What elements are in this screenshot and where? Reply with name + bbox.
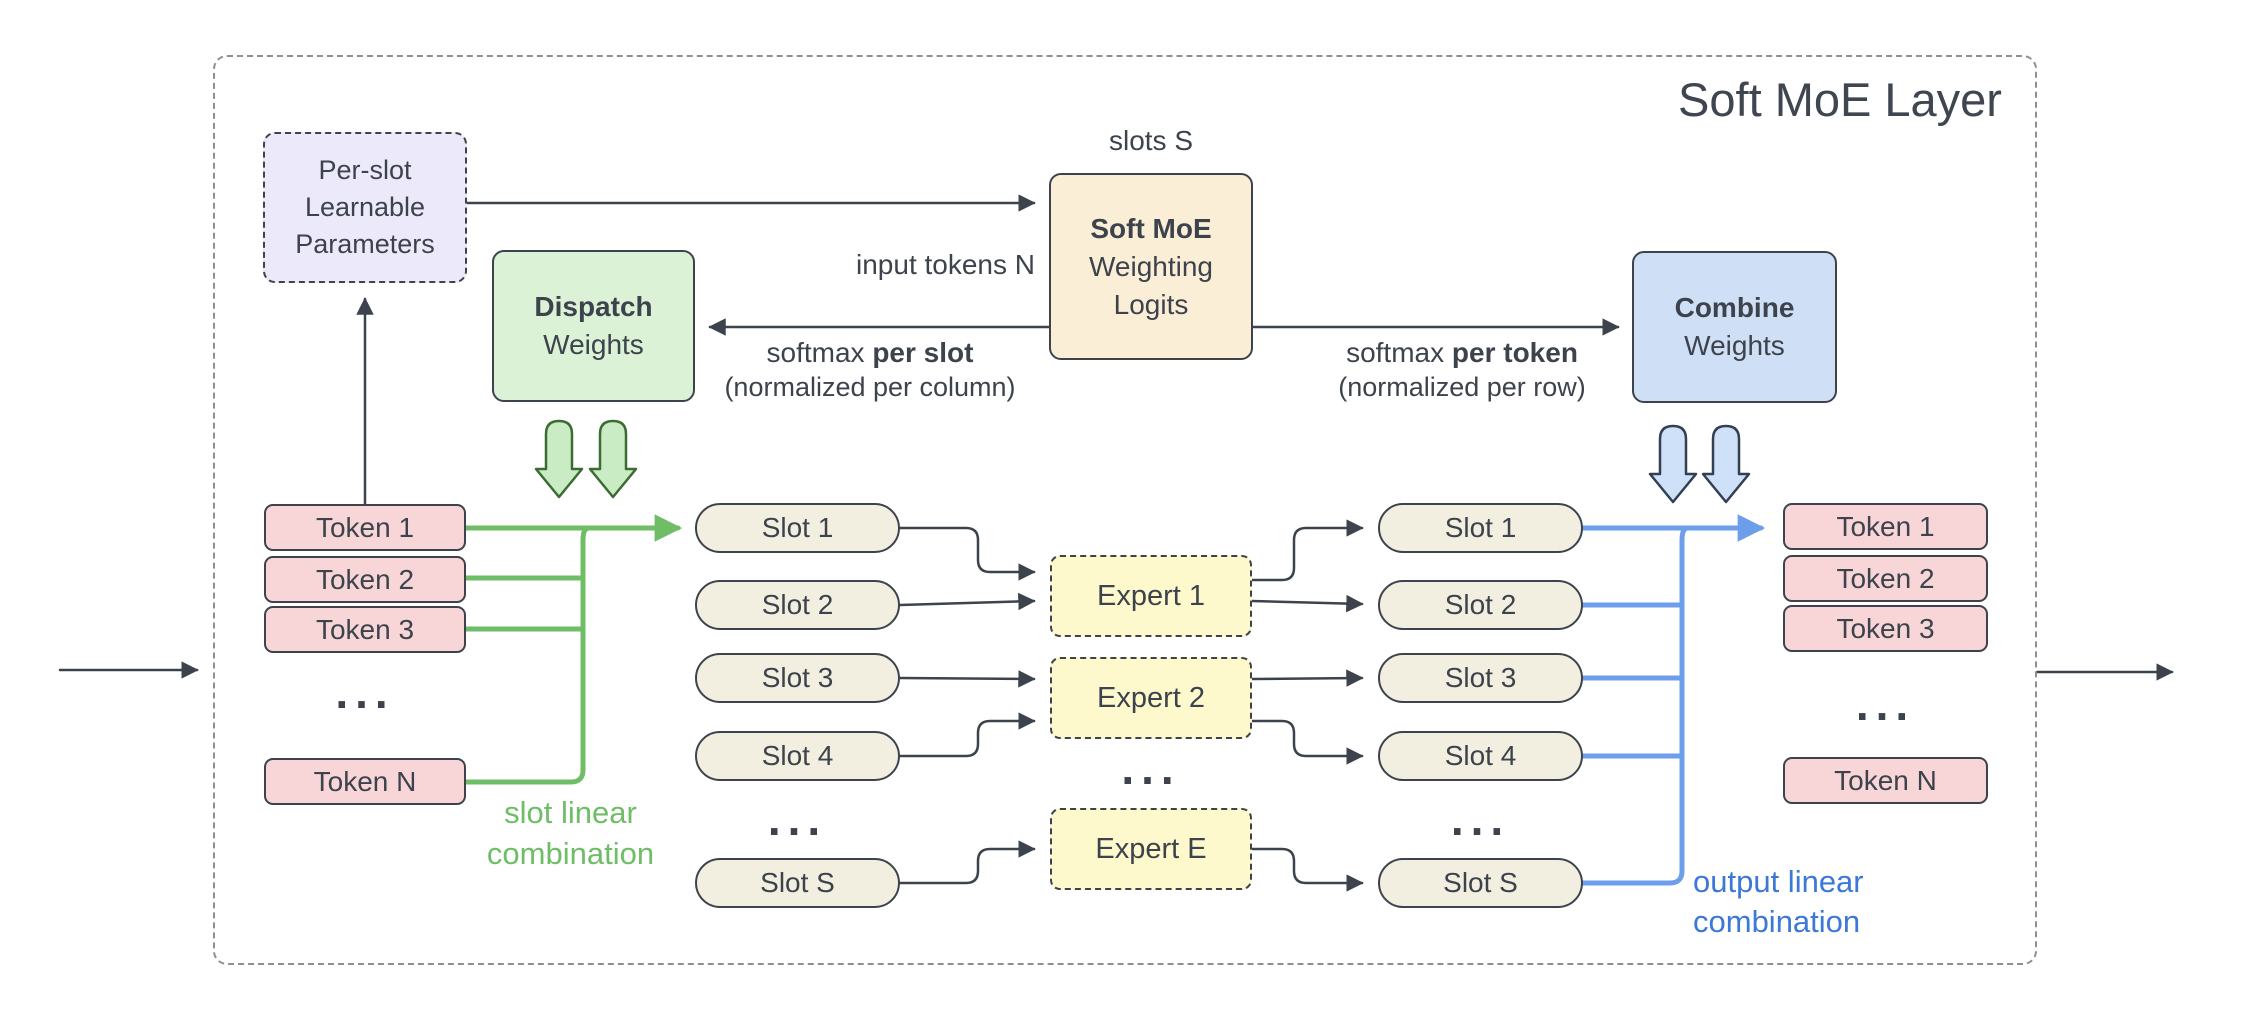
expert-box: Expert E [1050,808,1252,890]
page-title: Soft MoE Layer [1678,73,2002,126]
combine-weights-box: Combine Weights [1632,251,1837,403]
softmax-per-slot-sub: (normalized per column) [724,372,1016,402]
weighting-logits-line2: Weighting [1088,250,1213,282]
expert-box: Expert 2 [1050,657,1252,739]
output-slot-box: Slot S [1378,858,1583,908]
output-linear-line2: combination [1693,904,1861,939]
dispatch-down-arrows [534,419,638,499]
layer-boundary [213,55,2037,965]
softmax-per-token-label: softmax per token (normalized per row) [1282,336,1642,404]
slot3-to-expert2-arrow [898,670,1036,688]
expert2-to-slot4-arrow [1250,719,1364,765]
output-token-ellipsis: ... [1855,678,1916,730]
green-combination-wires [463,514,683,785]
output-token-box: Token 2 [1783,555,1988,602]
expert1-to-slot2-arrow [1250,594,1364,613]
softmax-token-bold: per token [1451,337,1578,368]
slot1-to-expert1-arrow [898,526,1036,581]
output-token-box: Token 3 [1783,605,1988,652]
weighting-logits-title: Soft MoE [1090,212,1212,244]
expert-ellipsis: ... [1121,742,1181,794]
per-slot-params-line2: Learnable [304,192,426,222]
slot-linear-combination-label: slot linear combination [428,792,713,874]
slots-s-label: slots S [1108,125,1194,156]
green-down-arrow-icon [588,419,638,499]
green-down-arrow-icon [534,419,584,499]
blue-down-arrow-icon [1648,424,1698,504]
blue-down-arrow-icon [1701,424,1751,504]
output-linear-line1: output linear [1693,864,1864,899]
input-tokens-n-label: input tokens N [856,249,1035,280]
input-slot-box: Slot 3 [695,653,900,703]
input-slot-box: Slot 2 [695,580,900,630]
weighting-logits-box: Soft MoE Weighting Logits [1049,173,1253,360]
combine-down-arrows [1648,424,1751,504]
input-slot-box: Slot S [695,858,900,908]
input-slot-box: Slot 4 [695,731,900,781]
weighting-logits-line3: Logits [1113,288,1189,320]
per-slot-params-line1: Per-slot [318,155,412,185]
softmax-per-slot-line: softmax per slot [690,336,1050,370]
slot-linear-line1: slot linear [504,795,637,830]
input-slot-box: Slot 1 [695,503,900,553]
expert-box: Expert 1 [1050,555,1252,637]
dark-arrows [58,194,2174,892]
output-slot-box: Slot 1 [1378,503,1583,553]
softmax-per-token-line: softmax per token [1282,336,1642,370]
slot-linear-line2: combination [486,836,655,871]
combine-subtitle: Weights [1684,330,1785,361]
softmax-token-prefix: softmax [1346,337,1452,368]
output-token-box: Token 1 [1783,503,1988,550]
expertE-to-slotS-arrow [1250,847,1364,892]
input-token-box: Token N [264,758,466,805]
input-token-box: Token 1 [264,504,466,551]
softmax-slot-prefix: softmax [766,337,873,368]
output-token-box: Token N [1783,757,1988,804]
slot2-to-expert1-arrow [898,592,1036,611]
slotS-to-expertE-arrow [898,840,1036,885]
combine-title: Combine [1674,292,1795,323]
input-token-ellipsis: ... [335,666,395,718]
input-token-box: Token 2 [264,556,466,603]
slot4-to-expert2-arrow [898,712,1036,758]
softmax-per-slot-label: softmax per slot (normalized per column) [690,336,1050,404]
softmax-per-token-sub: (normalized per row) [1338,372,1586,402]
dispatch-weights-box: Dispatch Weights [492,250,695,402]
output-slot-box: Slot 2 [1378,580,1583,630]
input-token-box: Token 3 [264,606,466,653]
softmax-slot-bold: per slot [872,337,974,368]
input-slot-ellipsis: ... [767,793,828,845]
output-slot-box: Slot 3 [1378,653,1583,703]
blue-combination-wires [1579,514,1766,886]
output-linear-combination-label: output linear combination [1693,862,1993,942]
output-slot-ellipsis: ... [1450,793,1511,845]
expert1-to-slot1-arrow [1250,519,1364,582]
output-slot-box: Slot 4 [1378,731,1583,781]
dispatch-title: Dispatch [534,291,653,322]
dispatch-subtitle: Weights [543,329,644,360]
expert2-to-slot3-arrow [1250,669,1364,687]
per-slot-params-line3: Parameters [295,229,435,259]
per-slot-params-box: Per-slot Learnable Parameters [263,132,467,283]
